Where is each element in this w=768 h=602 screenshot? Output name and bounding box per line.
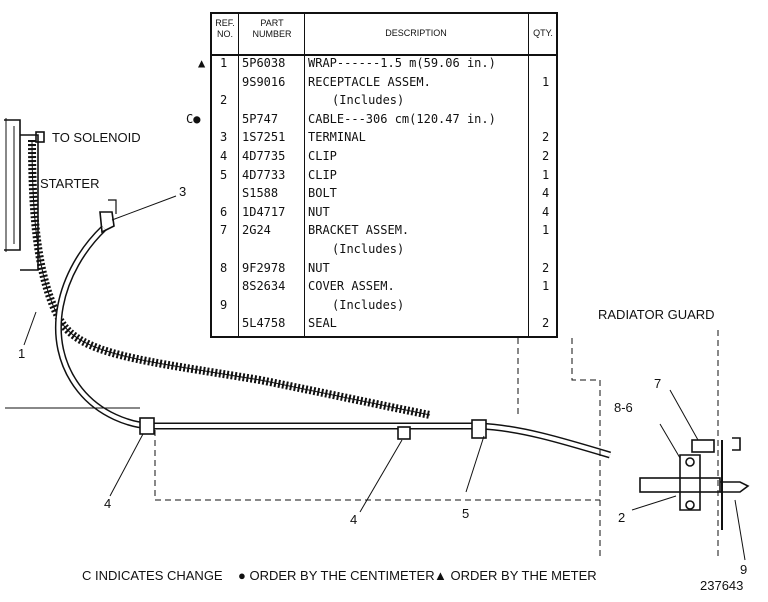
table-row: 5 4D7733 CLIP 1 (212, 168, 556, 186)
receptacle-bracket (691, 439, 715, 453)
qty-cell: 4 (542, 186, 550, 201)
ref-cell: 6 (220, 204, 228, 219)
part-number-cell: 5P6038 (242, 56, 286, 70)
qty-cell: 2 (542, 316, 550, 331)
ref-cell: 7 (220, 223, 228, 238)
part-number-cell: 8S2634 (242, 279, 286, 294)
description-cell: (Includes) (332, 242, 405, 256)
qty-cell: 2 (542, 130, 550, 145)
part-number-cell: S1588 (242, 186, 279, 201)
table-row: 9 (Includes) (212, 298, 556, 316)
radiator-guard-label: RADIATOR GUARD (598, 307, 715, 322)
description-cell: (Includes) (332, 297, 405, 312)
order-mark: C● (186, 111, 201, 126)
header-ref: REF. NO. (215, 18, 235, 39)
part-number-cell: 5P747 (242, 111, 279, 126)
callout-8-6: 8-6 (614, 400, 633, 415)
figure-number: 237643 (700, 578, 744, 593)
description-cell: SEAL (308, 316, 337, 331)
ref-cell: 9 (220, 297, 228, 312)
part-number-cell: 1D4717 (242, 204, 286, 219)
qty-cell: 1 (542, 279, 550, 294)
ref-cell: 1 (220, 56, 228, 70)
callout-2: 2 (618, 510, 626, 525)
description-cell: (Includes) (332, 93, 405, 108)
order-mark: ▲ (198, 56, 206, 70)
header-qty: QTY. (533, 28, 553, 38)
description-cell: BRACKET ASSEM. (308, 223, 410, 238)
clip-middle (397, 426, 411, 440)
header-part-number: PART NUMBER (252, 18, 292, 39)
table-row: 3 1S7251 TERMINAL 2 (212, 130, 556, 148)
starter-body (20, 134, 39, 271)
table-row: S1588 BOLT 4 (212, 186, 556, 204)
table-row: 2 (Includes) (212, 93, 556, 111)
header-description: DESCRIPTION (385, 28, 447, 38)
table-row: 1 5P6038 WRAP------1.5 m(59.06 in.) ▲ (198, 56, 556, 74)
table-row: 6 1D4717 NUT 4 (212, 205, 556, 223)
qty-cell: 2 (542, 260, 550, 275)
description-cell: TERMINAL (308, 130, 366, 145)
starter-terminal (99, 211, 115, 234)
part-number-cell: 4D7733 (242, 167, 286, 182)
table-row: 5P747 CABLE---306 cm(120.47 in.) C● (186, 111, 556, 130)
qty-cell: 1 (542, 223, 550, 238)
to-solenoid-label: TO SOLENOID (52, 130, 141, 145)
part-number-cell: 9S9016 (242, 74, 286, 89)
part-number-cell: 1S7251 (242, 130, 286, 145)
description-cell: NUT (308, 260, 330, 275)
description-cell: BOLT (308, 186, 337, 201)
legend-centimeter: ● ORDER BY THE CENTIMETER (238, 568, 435, 583)
receptacle-body (639, 477, 721, 493)
description-cell: WRAP------1.5 m(59.06 in.) (308, 56, 496, 70)
solenoid-terminal (35, 131, 45, 143)
description-cell: RECEPTACLE ASSEM. (308, 74, 431, 89)
legend-meter: ▲ ORDER BY THE METER (434, 568, 597, 583)
table-row: 7 2G24 BRACKET ASSEM. 1 (212, 223, 556, 241)
table-row: 8S2634 COVER ASSEM. 1 (212, 279, 556, 297)
description-cell: NUT (308, 204, 330, 219)
table-row: (Includes) (212, 242, 556, 260)
clip-left (139, 417, 155, 435)
callout-3: 3 (179, 184, 187, 199)
qty-cell: 4 (542, 204, 550, 219)
starter-housing (4, 119, 21, 251)
ref-cell: 3 (220, 130, 228, 145)
description-cell: CABLE---306 cm(120.47 in.) (308, 111, 496, 126)
table-header: REF. NO. PART NUMBER DESCRIPTION QTY. (212, 14, 556, 56)
starter-label: STARTER (40, 176, 100, 191)
callout-7: 7 (654, 376, 662, 391)
description-cell: CLIP (308, 167, 337, 182)
callout-9: 9 (740, 562, 748, 577)
qty-cell: 2 (542, 149, 550, 163)
callout-4-middle: 4 (350, 512, 358, 527)
table-row: 5L4758 SEAL 2 (212, 316, 556, 334)
callout-4-left: 4 (104, 496, 112, 511)
ref-cell: 8 (220, 260, 228, 275)
table-row: 4 4D7735 CLIP 2 (212, 149, 556, 167)
qty-cell: 1 (542, 74, 550, 89)
table-row: 8 9F2978 NUT 2 (212, 261, 556, 279)
table-row: 9S9016 RECEPTACLE ASSEM. 1 (212, 75, 556, 93)
ref-cell: 2 (220, 93, 228, 108)
ref-cell: 4 (220, 149, 228, 163)
part-number-cell: 2G24 (242, 223, 271, 238)
part-number-cell: 9F2978 (242, 260, 286, 275)
part-number-cell: 4D7735 (242, 149, 286, 163)
callout-5: 5 (462, 506, 470, 521)
legend-change: C INDICATES CHANGE (82, 568, 223, 583)
clip-right (471, 419, 487, 439)
description-cell: COVER ASSEM. (308, 279, 395, 294)
qty-cell: 1 (542, 167, 550, 182)
part-number-cell: 5L4758 (242, 316, 286, 331)
callout-1: 1 (18, 346, 26, 361)
ref-cell: 5 (220, 167, 228, 182)
description-cell: CLIP (308, 149, 337, 163)
